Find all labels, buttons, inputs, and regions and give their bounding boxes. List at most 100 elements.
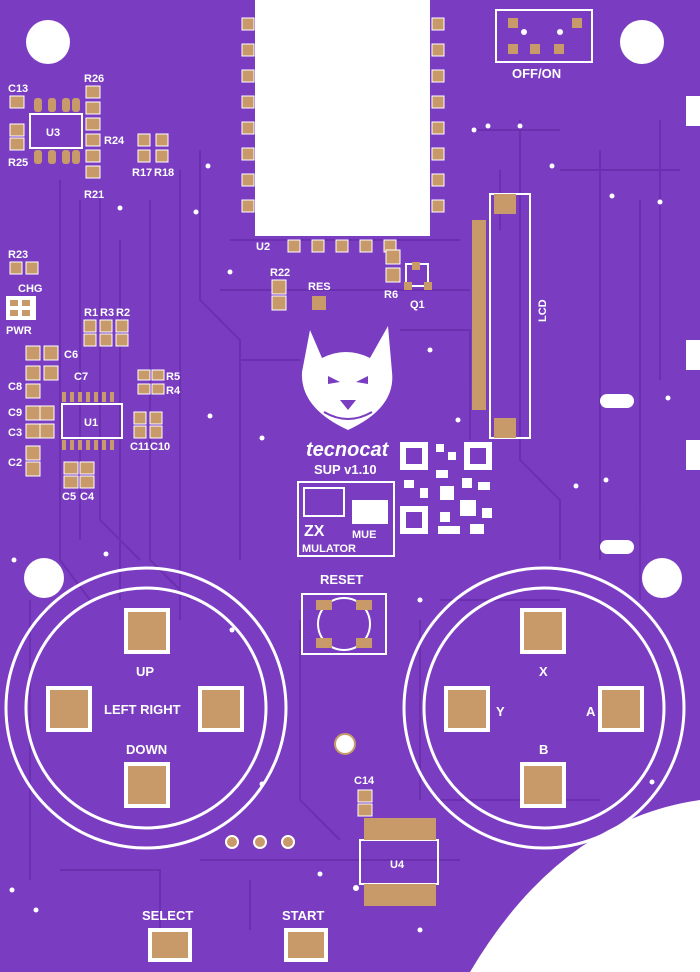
zx-logo-keyboard bbox=[352, 500, 388, 524]
lcd-pin-strip bbox=[472, 220, 486, 410]
label-r25: R25 bbox=[8, 157, 28, 169]
action-outer-ring bbox=[402, 566, 686, 850]
capacitor-c13 bbox=[9, 95, 25, 151]
label-r26: R26 bbox=[84, 73, 104, 85]
resistor-r6 bbox=[385, 249, 401, 283]
zx-logo-text-bottom: MULATOR bbox=[302, 543, 356, 555]
resistors-r5-r4 bbox=[137, 369, 165, 395]
u1-outline bbox=[61, 403, 123, 439]
power-switch-outline bbox=[495, 9, 593, 63]
label-switch: OFF/ON bbox=[512, 66, 561, 81]
zx-logo-text-top: ZX bbox=[304, 523, 325, 540]
u3-pads bbox=[34, 98, 80, 164]
label-c10: C10 bbox=[150, 441, 170, 453]
select-button[interactable] bbox=[148, 928, 192, 962]
vias bbox=[9, 123, 671, 933]
module-cutout bbox=[255, 0, 430, 236]
label-reset: RESET bbox=[320, 572, 363, 587]
action-a-button[interactable] bbox=[598, 686, 644, 732]
slot-hole-2 bbox=[600, 540, 634, 554]
label-start: START bbox=[282, 908, 324, 923]
label-r17: R17 bbox=[132, 167, 152, 179]
brand-wordmark: tecnocat bbox=[306, 439, 390, 461]
label-r4: R4 bbox=[166, 385, 181, 397]
led-pads bbox=[10, 300, 30, 316]
label-c3: C3 bbox=[8, 427, 22, 439]
u4-chip bbox=[353, 818, 439, 906]
edge-notch-3 bbox=[686, 96, 700, 126]
dpad-left-button[interactable] bbox=[46, 686, 92, 732]
label-down: DOWN bbox=[126, 742, 167, 757]
label-c2: C2 bbox=[8, 457, 22, 469]
version-text: SUP v1.10 bbox=[314, 462, 377, 477]
label-c13: C13 bbox=[8, 83, 28, 95]
label-c6: C6 bbox=[64, 349, 78, 361]
capacitors-left bbox=[25, 345, 59, 477]
switch-pin-1 bbox=[521, 29, 527, 35]
power-switch-pads bbox=[508, 18, 582, 54]
u1-pads bbox=[62, 392, 114, 450]
label-up: UP bbox=[136, 664, 154, 679]
action-inner-ring bbox=[422, 586, 666, 830]
label-r5: R5 bbox=[166, 371, 180, 383]
resistors-r17-r18 bbox=[137, 133, 169, 163]
u3-outline bbox=[29, 113, 83, 149]
dpad-up-button[interactable] bbox=[124, 608, 170, 654]
dpad-right-button[interactable] bbox=[198, 686, 244, 732]
switch-pin-2 bbox=[557, 29, 563, 35]
edge-notch-2 bbox=[686, 440, 700, 470]
action-y-button[interactable] bbox=[444, 686, 490, 732]
label-c5: C5 bbox=[62, 491, 76, 503]
zx-logo-screen bbox=[303, 487, 345, 517]
resistor-r23 bbox=[9, 261, 39, 275]
lcd-anchor-pads bbox=[494, 194, 516, 438]
zx-logo-box bbox=[297, 481, 395, 557]
mounting-hole-mid-right bbox=[642, 558, 682, 598]
label-select: SELECT bbox=[142, 908, 193, 923]
resistors-r26-r21 bbox=[85, 85, 101, 179]
label-u3: U3 bbox=[46, 127, 60, 139]
resistors-r1-r3-r2 bbox=[83, 319, 129, 347]
label-lcd: LCD bbox=[537, 299, 549, 322]
zx-logo-text-side: MUE bbox=[352, 529, 376, 541]
label-r2: R2 bbox=[116, 307, 130, 319]
label-c9: C9 bbox=[8, 407, 22, 419]
label-y: Y bbox=[496, 704, 505, 719]
label-r24: R24 bbox=[104, 135, 125, 147]
dpad-outer-ring bbox=[4, 566, 288, 850]
u2-pads bbox=[241, 17, 445, 253]
label-r18: R18 bbox=[154, 167, 174, 179]
capacitors-c5-c4 bbox=[63, 461, 95, 489]
label-c11: C11 bbox=[130, 441, 150, 453]
qr-code bbox=[398, 440, 494, 536]
label-u1: U1 bbox=[84, 417, 98, 429]
start-button[interactable] bbox=[284, 928, 328, 962]
label-r23: R23 bbox=[8, 249, 28, 261]
slot-hole-1 bbox=[600, 394, 634, 408]
resistor-r22 bbox=[271, 279, 287, 311]
label-r1: R1 bbox=[84, 307, 98, 319]
label-b: B bbox=[539, 742, 548, 757]
action-x-button[interactable] bbox=[520, 608, 566, 654]
label-q1: Q1 bbox=[410, 299, 425, 311]
reset-button[interactable] bbox=[301, 593, 387, 655]
mounting-hole-top-right bbox=[620, 20, 664, 64]
header-pins bbox=[225, 835, 295, 849]
edge-notch-1 bbox=[686, 340, 700, 370]
led-chg-pwr bbox=[6, 296, 36, 320]
dpad-down-button[interactable] bbox=[124, 762, 170, 808]
dpad-inner-ring bbox=[24, 586, 268, 830]
label-c4: C4 bbox=[80, 491, 95, 503]
mounting-hole-top-left bbox=[26, 20, 70, 64]
q1-pads bbox=[404, 262, 432, 290]
action-b-button[interactable] bbox=[520, 762, 566, 808]
label-c7: C7 bbox=[74, 371, 88, 383]
label-r21: R21 bbox=[84, 189, 104, 201]
label-pwr: PWR bbox=[6, 325, 32, 337]
trace-layer bbox=[29, 120, 680, 930]
pad-res bbox=[312, 296, 326, 310]
label-left-right: LEFT RIGHT bbox=[104, 702, 181, 717]
label-c14: C14 bbox=[354, 775, 375, 787]
